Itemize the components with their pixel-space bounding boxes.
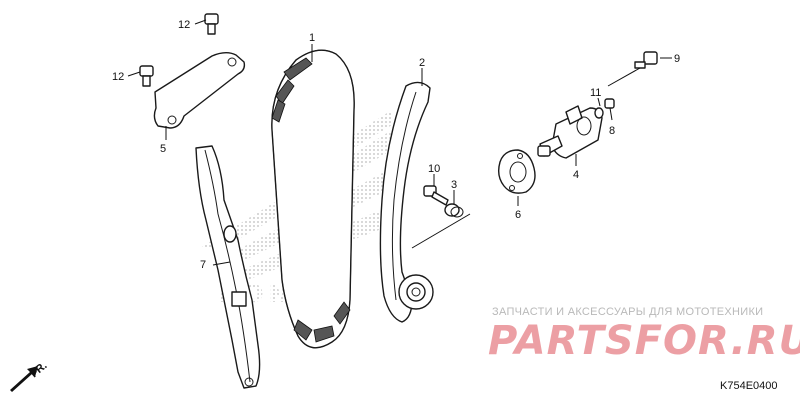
watermark-logo: PARTSFOR.RU — [488, 318, 800, 364]
callout-9: 9 — [674, 53, 680, 65]
callout-8: 8 — [609, 125, 615, 137]
callout-2: 2 — [419, 57, 425, 69]
watermark-caption: ЗАПЧАСТИ И АКСЕССУАРЫ ДЛЯ МОТОТЕХНИКИ — [492, 306, 764, 318]
part-2-tensioner-arm — [379, 81, 434, 323]
part-6-gasket — [497, 149, 536, 194]
callout-12-upper: 12 — [178, 19, 190, 31]
part-3-collar — [444, 203, 464, 218]
front-label: FR. — [28, 360, 49, 381]
part-8-washer — [594, 107, 604, 119]
direction-arrow: FR. — [10, 360, 50, 392]
part-1-cam-chain — [271, 49, 355, 349]
diagram-code: K754E0400 — [720, 380, 778, 392]
callout-5: 5 — [160, 143, 166, 155]
callout-7: 7 — [200, 259, 206, 271]
part-11-small-bolt — [604, 98, 615, 109]
part-5-guide-plate — [153, 52, 246, 129]
callout-6: 6 — [515, 209, 521, 221]
front-arrow-icon — [10, 366, 38, 392]
callout-11: 11 — [590, 87, 601, 99]
part-12-bolt-upper — [204, 13, 219, 35]
leader-lines — [127, 19, 672, 266]
callout-12-lower: 12 — [112, 71, 124, 83]
part-9-bolt — [634, 51, 658, 69]
part-4-tensioner-lifter — [537, 105, 603, 159]
part-7-chain-guide — [195, 145, 261, 389]
part-12-bolt-lower — [139, 65, 154, 87]
callout-1: 1 — [309, 32, 315, 44]
callout-10: 10 — [428, 163, 440, 175]
callout-3: 3 — [451, 179, 457, 191]
part-10-bolt — [423, 185, 449, 206]
callout-4: 4 — [573, 169, 579, 181]
callout-numbers: 12 12 5 7 1 2 10 3 6 4 11 8 9 — [112, 19, 680, 271]
